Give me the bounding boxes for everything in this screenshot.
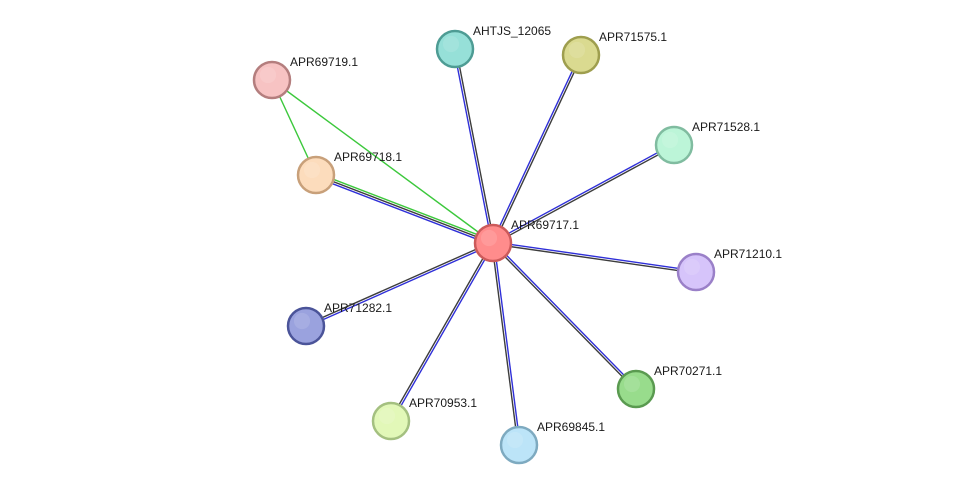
edge-line-database [306, 243, 494, 328]
node-highlight [683, 258, 701, 276]
node-apr70271-1[interactable] [616, 369, 656, 409]
node-highlight [661, 131, 679, 149]
node-highlight [303, 161, 321, 179]
edge-line-database [493, 242, 521, 445]
node-apr69845-1[interactable] [499, 425, 539, 465]
edges-layer [271, 48, 697, 446]
edge-apr69717-1-apr70953-1[interactable] [389, 242, 495, 422]
node-label-apr71210-1: APR71210.1 [714, 247, 782, 261]
edge-line-textmining [493, 145, 675, 245]
edge-line-textmining [491, 243, 519, 446]
edge-apr69717-1-apr71210-1[interactable] [492, 241, 697, 274]
edge-line-neighborhood [271, 79, 494, 244]
edge-apr69717-1-apr71575-1[interactable] [491, 54, 583, 244]
edge-line-database [492, 143, 674, 243]
node-label-apr71528-1: APR71528.1 [692, 120, 760, 134]
edge-line-neighborhood [316, 172, 495, 242]
node-label-apr71282-1: APR71282.1 [324, 301, 392, 315]
node-highlight [506, 431, 524, 449]
edge-line-database [391, 243, 495, 422]
edge-line-database [493, 241, 638, 389]
edge-line-database [491, 54, 581, 243]
node-apr69717-1[interactable] [473, 223, 513, 263]
nodes-layer [252, 29, 716, 465]
node-label-ahtjs-12065: AHTJS_12065 [473, 24, 551, 38]
edge-line-database [453, 49, 493, 244]
node-apr69718-1[interactable] [296, 155, 336, 195]
edge-line-textmining [389, 242, 493, 421]
node-label-apr71575-1: APR71575.1 [599, 30, 667, 44]
node-highlight [568, 41, 586, 59]
edge-apr69717-1-apr71528-1[interactable] [492, 143, 675, 245]
node-apr71528-1[interactable] [654, 125, 694, 165]
node-apr71210-1[interactable] [676, 252, 716, 292]
node-label-apr69719-1: APR69719.1 [290, 55, 358, 69]
node-highlight [442, 35, 460, 53]
edge-apr69717-1-ahtjs-12065[interactable] [453, 48, 495, 244]
edge-line-textmining [493, 55, 583, 244]
edge-line-textmining [455, 48, 495, 243]
edge-apr69717-1-apr70271-1[interactable] [491, 241, 638, 391]
node-label-apr70953-1: APR70953.1 [409, 396, 477, 410]
edge-line-textmining [305, 241, 493, 326]
edge-apr69717-1-apr69845-1[interactable] [491, 242, 521, 446]
edge-line-textmining [491, 243, 636, 391]
node-label-apr70271-1: APR70271.1 [654, 364, 722, 378]
edge-apr69717-1-apr71282-1[interactable] [305, 241, 494, 328]
node-label-apr69717-1: APR69717.1 [511, 218, 579, 232]
edge-line-database [314, 176, 493, 246]
node-ahtjs-12065[interactable] [435, 29, 475, 69]
node-apr71282-1[interactable] [286, 306, 326, 346]
node-highlight [480, 229, 498, 247]
node-apr70953-1[interactable] [371, 401, 411, 441]
node-highlight [259, 66, 277, 84]
node-highlight [623, 375, 641, 393]
edge-apr69717-1-apr69719-1[interactable] [271, 79, 494, 244]
edge-apr69717-1-apr69718-1[interactable] [314, 172, 495, 246]
node-label-apr69718-1: APR69718.1 [334, 150, 402, 164]
node-highlight [293, 312, 311, 330]
node-highlight [378, 407, 396, 425]
edge-line-textmining [315, 174, 494, 244]
edge-line-textmining [492, 243, 696, 274]
node-apr71575-1[interactable] [561, 35, 601, 75]
edge-line-database [493, 241, 697, 272]
node-apr69719-1[interactable] [252, 60, 292, 100]
node-label-apr69845-1: APR69845.1 [537, 420, 605, 434]
